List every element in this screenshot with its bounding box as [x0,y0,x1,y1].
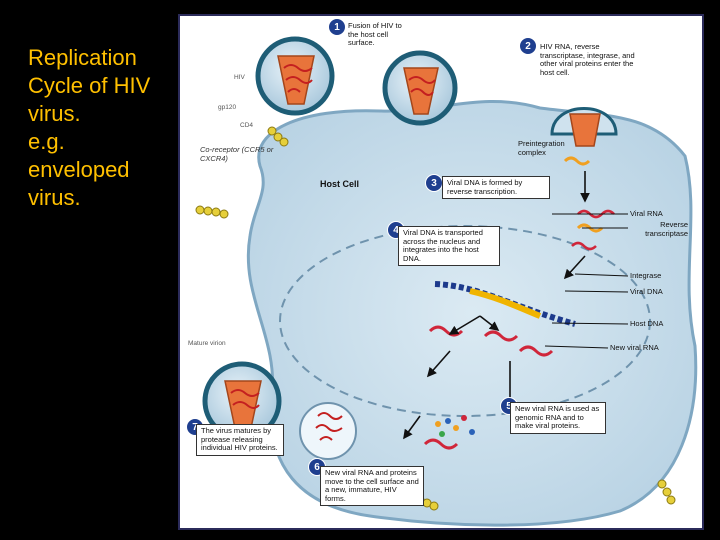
step-3-badge: 3 [425,174,443,192]
label-mature-virion: Mature virion [188,340,226,347]
label-coreceptor: Co-receptor (CCR5 or CXCR4) [200,145,274,163]
label-reverse-transcriptase: Reverse transcriptase [645,220,688,238]
viral-rna-strands [571,209,615,251]
label-leaders [544,213,629,349]
budding-virion [299,402,357,460]
title-line: Cycle of HIV [28,73,151,98]
step-2-badge: 2 [519,37,537,55]
title-line: Replication [28,45,137,70]
hiv-replication-diagram: 1 Fusion of HIV to the host cell surface… [178,14,704,530]
label-viral-dna: Viral DNA [630,287,663,296]
label-integrase: Integrase [630,271,662,280]
step-6-text: New viral RNA and proteins move to the c… [320,466,424,506]
step-7-text: The virus matures by protease releasing … [196,424,284,456]
process-arrows [403,171,590,440]
diagram-artwork [195,36,698,527]
hiv-virion-1 [255,36,335,116]
label-preintegration: Preintegration complex [518,139,565,157]
label-cd4: CD4 [240,122,254,129]
title-line: e.g. [28,129,65,154]
integrated-viral-dna [469,288,542,319]
step-5-text: New viral RNA is used as genomic RNA and… [510,402,606,434]
viral-proteins [435,415,475,437]
title-line: virus. [28,101,81,126]
label-host-cell: Host Cell [320,179,360,189]
entering-virion [550,107,618,147]
step-4-text: Viral DNA is transported across the nucl… [398,226,500,266]
label-viral-rna: Viral RNA [630,209,663,218]
hiv-virion-2 [382,50,458,126]
title-line: enveloped [28,157,130,182]
label-new-viral-rna: New viral RNA [610,343,659,352]
label-host-dna: Host DNA [630,319,664,328]
step-3-text: Viral DNA is formed by reverse transcrip… [442,176,550,199]
title-line: virus. [28,185,81,210]
slide-title: Replication Cycle of HIV virus. e.g. env… [28,44,178,212]
step-1-text: Fusion of HIV to the host cell surface. [348,21,402,47]
label-gp120: gp120 [218,104,237,111]
label-hiv: HIV [234,74,245,81]
step-2-text: HIV RNA, reverse transcriptase, integras… [540,42,635,77]
step-1-badge: 1 [328,18,346,36]
